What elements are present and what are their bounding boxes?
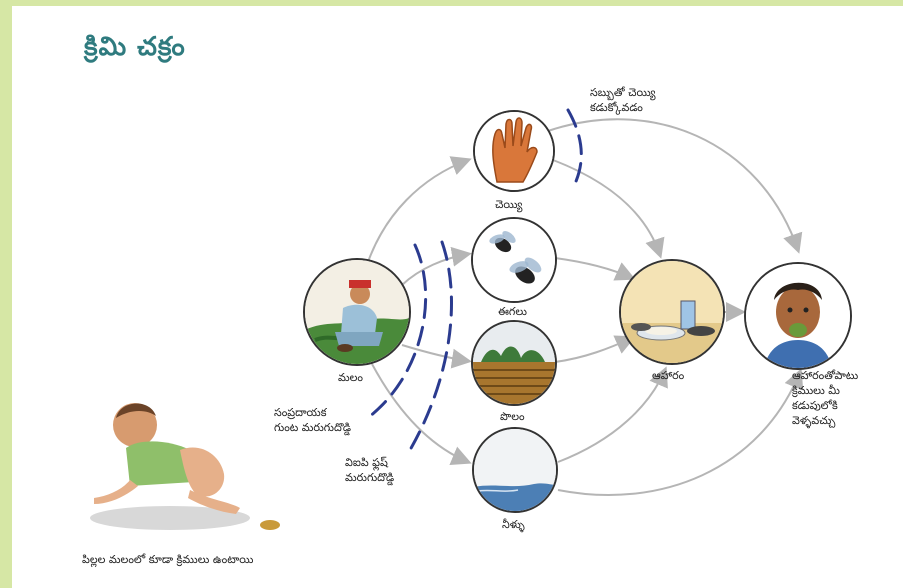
arrow-hand-outcome [544, 118, 803, 254]
barrier-traditional-label: సంప్రదాయక గుంట మరుగుదొడ్డి [274, 405, 351, 435]
arrow-water-outcome [557, 368, 804, 497]
person-squatting-illustration [305, 260, 409, 364]
outcome-label-line-3: కడుపులోకి [792, 399, 838, 412]
arrow-feces-field [401, 344, 472, 369]
barrier-soap-label: సబ్బుతో చెయ్యి కడుక్కోవడం [590, 85, 656, 115]
frame-top-border [0, 0, 903, 6]
barrier-soap-line-1: సబ్బుతో చెయ్యి [590, 86, 656, 99]
boy-eating-illustration [746, 264, 850, 368]
arrow-water-food [557, 366, 668, 463]
food-plate-illustration [621, 261, 723, 363]
outcome-node [744, 262, 852, 370]
outcome-label-line-4: వెళ్ళవచ్చు [792, 414, 836, 427]
hand-illustration [475, 112, 553, 190]
barrier-vip-label: విఐపి ఫ్లష్ మరుగుదొడ్డి [345, 455, 394, 485]
arrow-feces-hand [367, 156, 472, 263]
page-title: క్రిమి చక్రం [84, 32, 186, 62]
food-node [619, 259, 725, 365]
barrier-soap-line-2: కడుక్కోవడం [590, 101, 643, 114]
flies-node [471, 217, 557, 303]
flies-label: ఈగలు [498, 305, 527, 318]
feces-node [303, 258, 411, 366]
field-illustration [473, 322, 555, 404]
fly-illustration [473, 219, 555, 301]
hand-label: చెయ్యి [495, 198, 523, 211]
arrow-hand-food [552, 159, 665, 259]
frame-left-border [0, 0, 12, 588]
barrier-vip-line-2: మరుగుదొడ్డి [345, 471, 395, 484]
arrow-field-food [554, 335, 636, 363]
water-node [472, 427, 558, 513]
barrier-soap-line [566, 108, 583, 192]
barrier-vip-line-1: విఐపి ఫ్లష్ [345, 456, 388, 469]
crawling-baby-illustration [90, 403, 280, 530]
outcome-label: ఆహారంతోపాటు క్రిములు మీ కడుపులోకి వెళ్ళవ… [792, 368, 858, 428]
water-label: నీళ్ళు [502, 518, 525, 531]
barrier-traditional-line [363, 243, 428, 422]
hand-node [473, 110, 555, 192]
barrier-vip-line [408, 240, 453, 452]
food-label: ఆహారం [652, 369, 685, 382]
feces-label: మలం [338, 371, 364, 384]
field-label: పొలం [500, 410, 525, 423]
water-illustration [474, 429, 556, 511]
field-node [471, 320, 557, 406]
arrow-flies-food [554, 257, 636, 281]
arrow-feces-water [371, 363, 472, 465]
barrier-traditional-line-2: గుంట మరుగుదొడ్డి [274, 421, 351, 434]
outcome-label-line-1: ఆహారంతోపాటు [792, 369, 859, 382]
arrow-feces-flies [401, 246, 472, 286]
outcome-label-line-2: క్రిములు మీ [792, 384, 840, 397]
barrier-traditional-line-1: సంప్రదాయక [274, 406, 327, 419]
baby-caption: పిల్లల మలంలో కూడా క్రిములు ఉంటాయి [82, 553, 254, 566]
